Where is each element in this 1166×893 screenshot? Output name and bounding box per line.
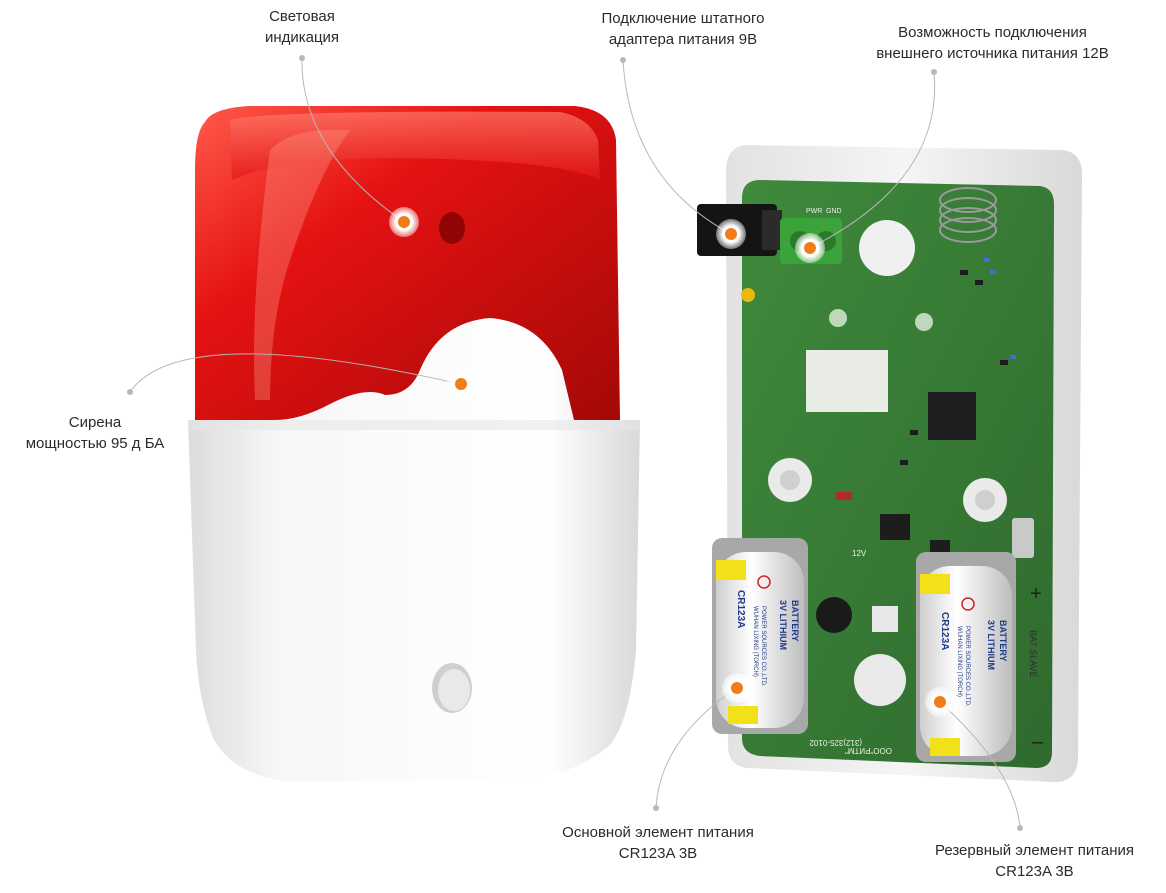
callout-siren: Сирена мощностью 95 д БА [6, 412, 184, 454]
main-battery: 3V LITHIUM BATTERY WUHAN LIXING (TORCH) … [712, 538, 808, 734]
leader-external [809, 71, 936, 249]
hotspot-backup-battery[interactable] [925, 687, 955, 717]
callout-main-battery-line2: CR123A 3В [618, 845, 698, 862]
callout-external-line2: внешнего источника питания 12В [876, 45, 1109, 62]
backup-battery: 3V LITHIUM BATTERY WUHAN LIXING (TORCH) … [916, 552, 1016, 762]
hotspot-siren[interactable] [446, 369, 476, 399]
microcontroller [928, 392, 976, 440]
minus-label: – [1032, 731, 1044, 753]
leader-light [301, 57, 405, 223]
battery-1-model: CR123A [735, 590, 746, 628]
board-model-label: (312)325-0102 [809, 738, 862, 747]
battery-2-line2: BATTERY [998, 620, 1008, 662]
plus-label: + [1030, 583, 1042, 605]
radio-module [806, 350, 888, 412]
callout-backup-battery: Резервный элемент питания CR123A 3В [912, 840, 1157, 882]
callout-adapter-line1: Подключение штатного [601, 10, 765, 27]
spring [939, 187, 997, 243]
battery-2-line3: WUHAN LIXING (TORCH) [956, 626, 962, 697]
gnd-label: GND [826, 208, 842, 215]
leader-main-battery [655, 687, 737, 809]
callout-backup-battery-line1: Резервный элемент питания [934, 842, 1135, 859]
leader-siren [129, 353, 461, 393]
hotspot-external[interactable] [795, 233, 825, 263]
leader-lines [129, 57, 1021, 829]
callout-siren-line1: Сирена [68, 414, 122, 431]
bat-slave-label: BAT SLAVE [1028, 630, 1038, 678]
callout-adapter: Подключение штатного адаптера питания 9В [578, 8, 788, 50]
battery-2-line4: POWER SOURCES CO.,LTD. [964, 626, 970, 707]
battery-1-line3: WUHAN LIXING (TORCH) [752, 606, 758, 677]
callout-external: Возможность подключения внешнего источни… [850, 22, 1135, 64]
battery-2-model: CR123A [939, 612, 950, 650]
open-housing: PWR GND 12V [697, 145, 1082, 782]
siren-device [188, 106, 640, 782]
hotspot-main-battery[interactable] [722, 673, 752, 703]
hotspot-adapter[interactable] [716, 219, 746, 249]
callout-main-battery: Основной элемент питания CR123A 3В [538, 822, 778, 864]
callout-light-line2: индикация [264, 29, 340, 46]
callout-siren-line2: мощностью 95 д БА [25, 435, 165, 452]
board-brand-label: ООО"РИТМ" [845, 746, 892, 755]
callout-light-line1: Световая [269, 8, 335, 25]
callout-adapter-line2: адаптера питания 9В [608, 31, 758, 48]
callout-external-line1: Возможность подключения [898, 24, 1087, 41]
battery-1-line2: BATTERY [790, 600, 800, 642]
callout-backup-battery-line2: CR123A 3В [995, 863, 1074, 880]
v12-label: 12V [852, 549, 867, 558]
callout-main-battery-line1: Основной элемент питания [562, 824, 754, 841]
callout-light: Световая индикация [232, 6, 372, 48]
usb-port [1012, 518, 1034, 558]
leader-backup-battery [939, 701, 1021, 829]
hotspot-light[interactable] [389, 207, 419, 237]
battery-1-line4: POWER SOURCES CO.,LTD. [760, 606, 766, 687]
battery-2-line1: 3V LITHIUM [986, 620, 996, 670]
leader-adapter [622, 59, 732, 235]
white-base [188, 318, 640, 782]
battery-1-line1: 3V LITHIUM [778, 600, 788, 650]
leader-endpoints [127, 55, 1023, 831]
pwr-label: PWR [806, 208, 822, 215]
